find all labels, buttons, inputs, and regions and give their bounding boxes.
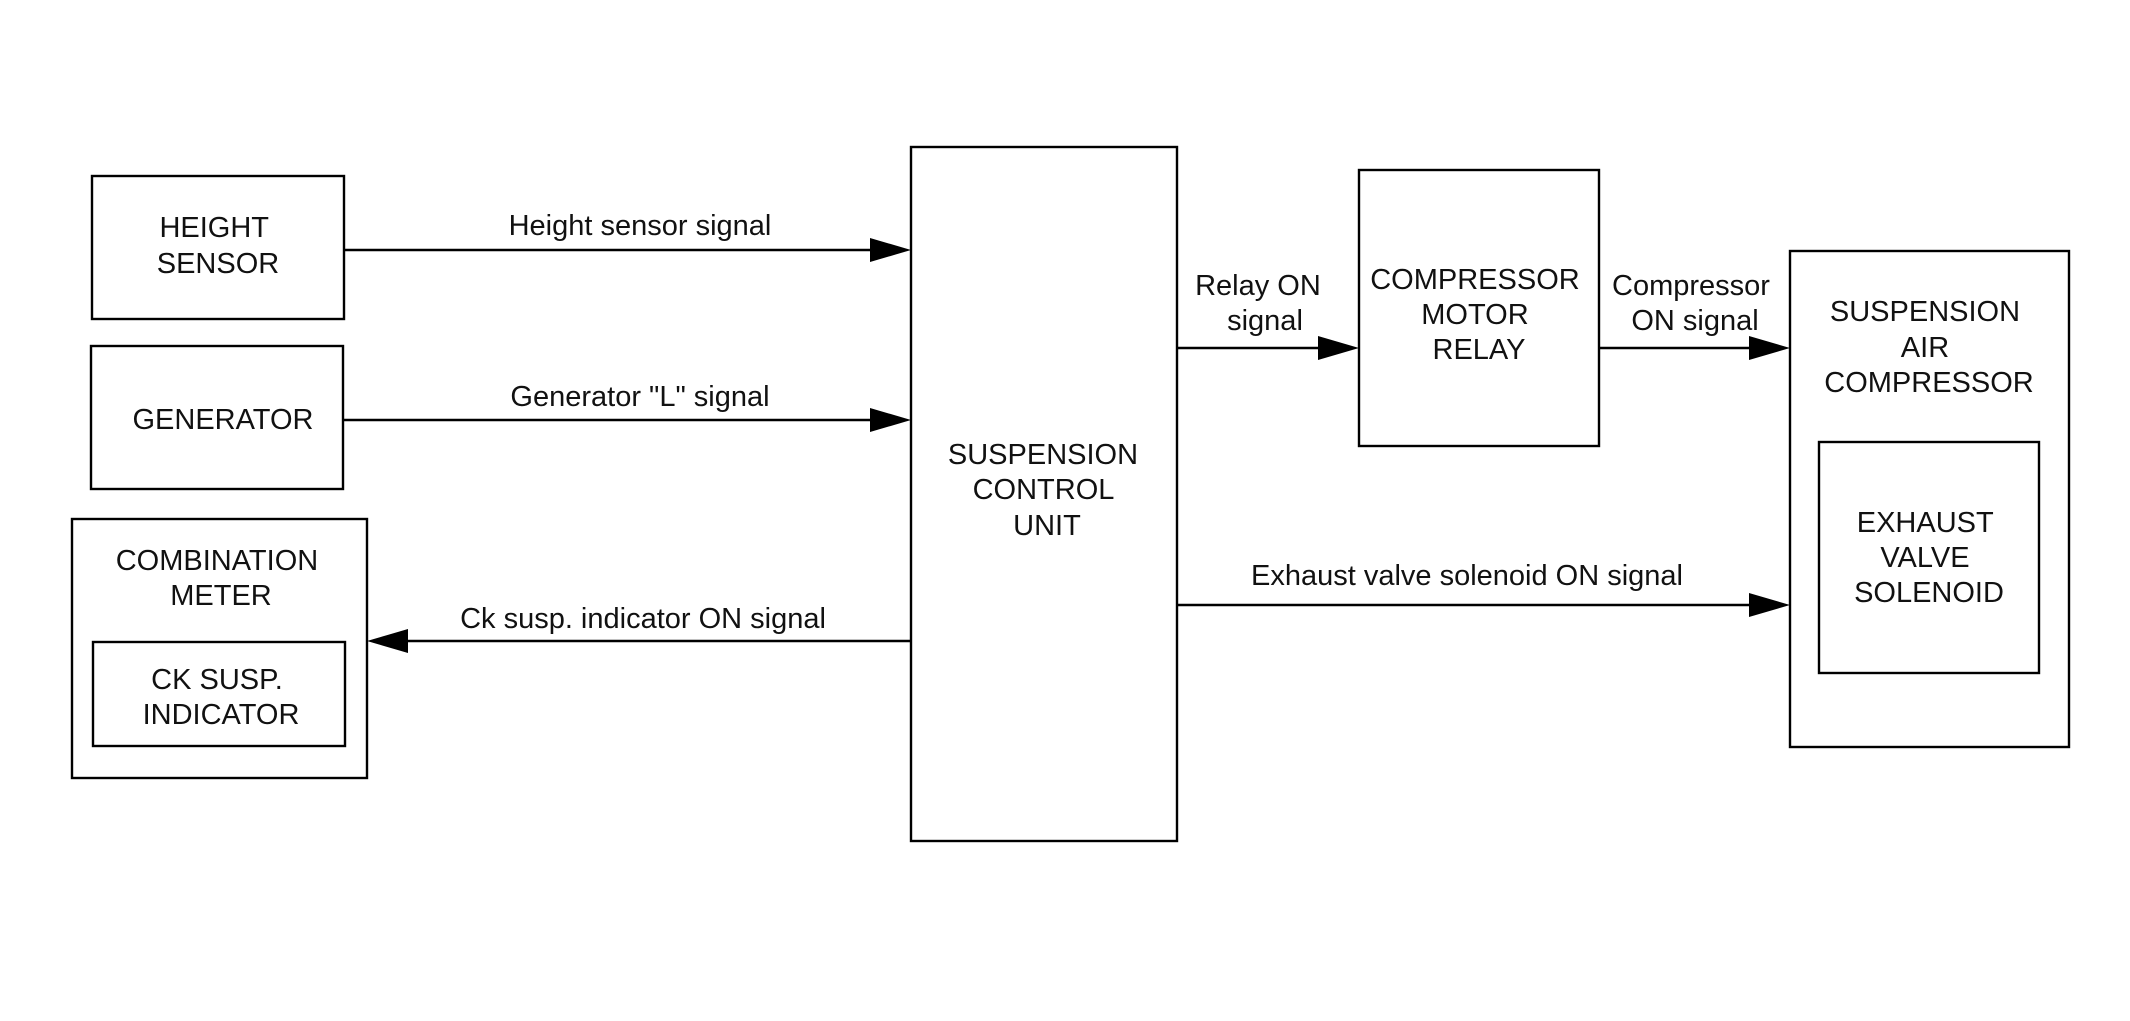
height-sensor-label: HEIGHT SENSOR [157,212,279,280]
relay-on-signal-arrow: Relay ON signal [1177,270,1359,360]
suspension-control-unit-block: SUSPENSION CONTROL UNIT [909,145,1179,843]
exhaust-valve-solenoid-block: EXHAUST VALVE SOLENOID [1817,440,2041,675]
height-sensor-signal-label: Height sensor signal [509,210,772,242]
suspension-air-compressor-block: SUSPENSION AIR COMPRESSOR EXHAUST VALVE … [1788,249,2071,749]
compressor-motor-relay-label: COMPRESSOR MOTOR RELAY [1370,264,1588,366]
generator-label: GENERATOR [132,404,313,436]
ck-susp-indicator-on-signal-label: Ck susp. indicator ON signal [460,603,826,635]
generator-block: GENERATOR [89,344,345,491]
height-sensor-signal-arrow: Height sensor signal [344,210,911,262]
compressor-on-signal-arrow: Compressor ON signal [1599,270,1790,360]
ck-susp-indicator-label: CK SUSP. INDICATOR [143,664,300,731]
exhaust-valve-solenoid-label: EXHAUST VALVE SOLENOID [1854,507,2004,609]
combination-meter-block: COMBINATION METER CK SUSP. INDICATOR [70,517,369,780]
combination-meter-label: COMBINATION METER [116,545,327,612]
ck-susp-indicator-on-signal-arrow: Ck susp. indicator ON signal [367,603,911,653]
relay-on-signal-label: Relay ON signal [1195,270,1329,337]
exhaust-valve-solenoid-on-signal-arrow: Exhaust valve solenoid ON signal [1177,560,1790,617]
exhaust-valve-solenoid-on-signal-label: Exhaust valve solenoid ON signal [1251,560,1683,592]
compressor-on-signal-label: Compressor ON signal [1612,270,1778,337]
generator-l-signal-arrow: Generator "L" signal [343,381,911,432]
compressor-motor-relay-block: COMPRESSOR MOTOR RELAY [1357,168,1601,448]
suspension-air-compressor-label: SUSPENSION AIR COMPRESSOR [1824,296,2033,399]
suspension-control-unit-label: SUSPENSION CONTROL UNIT [948,439,1146,542]
generator-l-signal-label: Generator "L" signal [510,381,769,413]
ck-susp-indicator-block: CK SUSP. INDICATOR [91,640,347,748]
height-sensor-block: HEIGHT SENSOR [90,174,346,321]
